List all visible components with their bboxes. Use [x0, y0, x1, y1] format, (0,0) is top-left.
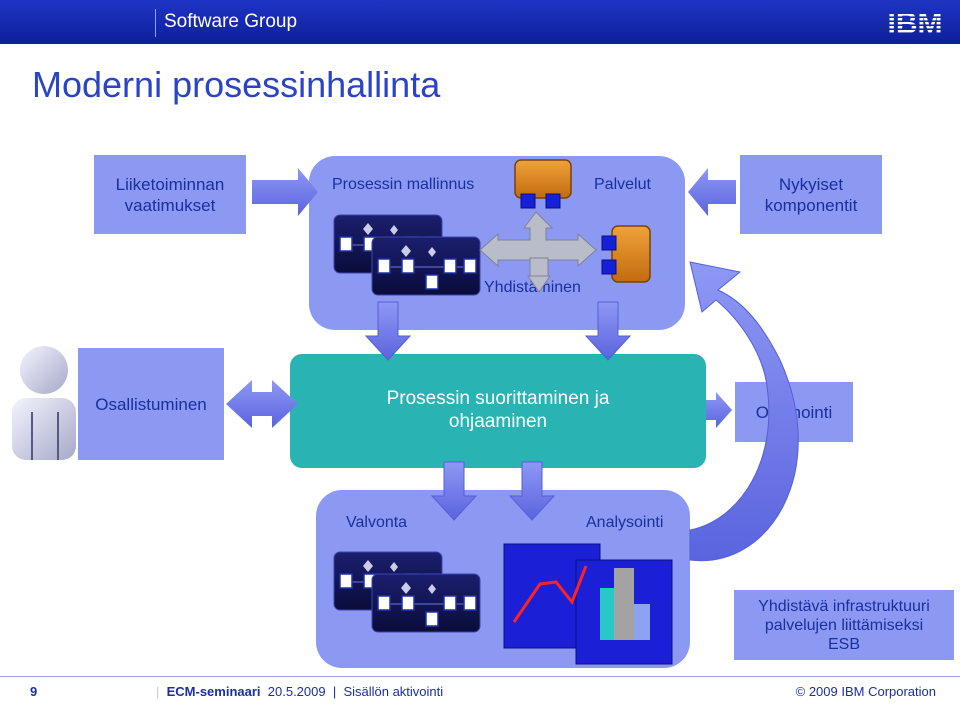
process-execution-line1: Prosessin suorittaminen ja: [386, 388, 610, 409]
header-group-title: Software Group: [164, 11, 298, 32]
esb-line2: palvelujen liittämiseksi: [764, 616, 924, 634]
process-execution-line2: ohjaaminen: [448, 411, 548, 432]
esb-box: Yhdistävä infrastruktuuri palvelujen lii…: [734, 590, 954, 660]
current-components-line2: komponentit: [764, 195, 858, 215]
arrow-execution-to-analytics: [509, 461, 555, 521]
business-requirements-box: Liiketoiminnan vaatimukset: [94, 155, 246, 234]
page-number: 9: [30, 684, 38, 699]
arrow-requirements-to-modeling: [252, 168, 318, 216]
chart-icon: [503, 543, 673, 665]
footer-topic: Sisällön aktivointi: [343, 684, 444, 699]
esb-line3: ESB: [827, 635, 860, 653]
ibm-logo-text: IBM: [888, 7, 943, 38]
footer-copyright: © 2009 IBM Corporation: [795, 684, 936, 699]
process-flow-icon: [333, 551, 481, 633]
integration-arrows-icon: [479, 211, 597, 293]
participation-box: Osallistuminen: [78, 348, 224, 460]
esb-line1: Yhdistävä infrastruktuuri: [758, 597, 930, 615]
footer-info: | ECM-seminaari 20.5.2009 | Sisällön akt…: [156, 684, 444, 699]
process-execution-panel: [290, 354, 706, 468]
process-execution-label: Prosessin suorittaminen ja ohjaaminen: [290, 387, 706, 433]
refresh-cycle-arrow-icon: [689, 261, 799, 562]
service-component-icon: [601, 225, 651, 283]
ibm-logo-icon: IBM: [882, 6, 948, 38]
arrow-execution-to-optimization: [706, 392, 732, 428]
header-divider: [155, 9, 156, 37]
current-components-line1: Nykyiset: [778, 174, 844, 194]
business-requirements-line1: Liiketoiminnan: [115, 174, 225, 194]
arrow-participation-execution: [226, 380, 298, 428]
service-component-icon: [514, 159, 572, 209]
integration-label: Yhdistäminen: [484, 279, 581, 296]
arrow-execution-to-monitoring: [431, 461, 477, 521]
arrow-modeling-to-execution: [365, 301, 411, 361]
process-flow-icon: [333, 214, 481, 296]
business-requirements-line2: vaatimukset: [124, 195, 216, 215]
header-bar: Software Group IBM: [0, 0, 960, 44]
footer-rule: [0, 676, 960, 677]
monitoring-label: Valvonta: [346, 514, 408, 531]
person-icon: [12, 346, 76, 460]
arrow-components-to-services: [688, 168, 736, 216]
services-label: Palvelut: [594, 176, 651, 193]
process-modeling-label: Prosessin mallinnus: [332, 176, 475, 193]
footer-date: 20.5.2009: [267, 684, 326, 699]
page-title: Moderni prosessinhallinta: [32, 64, 441, 105]
current-components-box: Nykyiset komponentit: [740, 155, 882, 234]
arrow-services-to-execution: [585, 301, 631, 361]
participation-label: Osallistuminen: [95, 394, 207, 414]
footer-event: ECM-seminaari: [166, 684, 261, 699]
analytics-label: Analysointi: [586, 514, 664, 531]
